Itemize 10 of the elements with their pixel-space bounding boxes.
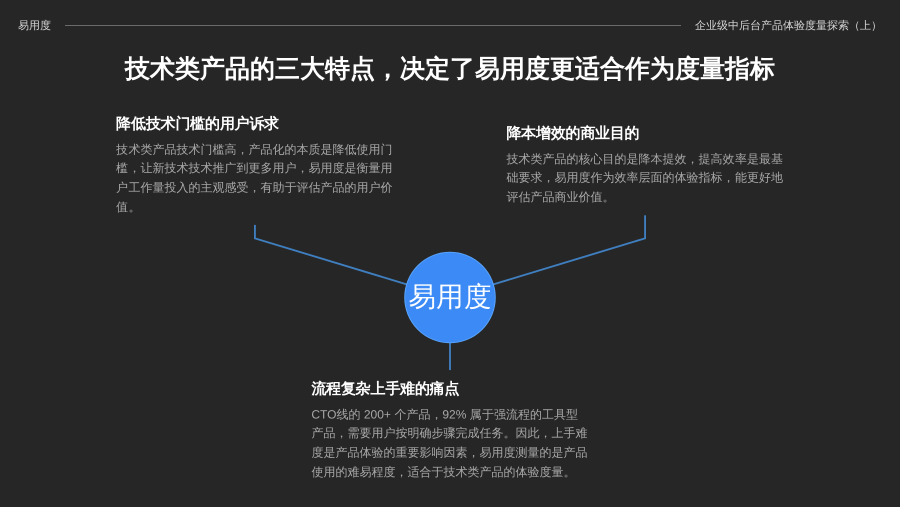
- connector: [493, 214, 646, 286]
- connector: [449, 342, 451, 371]
- section-label: 易用度: [18, 18, 51, 32]
- connector: [254, 224, 407, 286]
- node-circle: 易用度: [404, 252, 496, 344]
- node-text: 降本增效的商业目的 技术类产品的核心目的是降本提效，提高效率是最基础要求，易用度作为效率层面的体验指标，能更好地评估产品商业价值。: [506, 126, 783, 204]
- title: 技术类产品的三大特点，决定了易用度更适合作为度量指标: [125, 55, 775, 83]
- node-text: 降低技术门槛的用户诉求 技术类产品技术门槛高，产品化的本质是降低使用门槛，让新技术技术推广到更多用户，易用度是衡量用户工作量投入的主观感受，有助于评估产品的用户价值。: [116, 116, 393, 214]
- node-text: 流程复杂上手难的痛点 CTO线的 200+ 个产品，92% 属于强流程的工具型产品，需要用户按明确步骤完成任务。因此，上手难度是产品体验的重要影响因素，易用度测量的是产品使用的难易程度，适合于技术类产品的体验度量。: [311, 382, 588, 479]
- header-label: 企业级中后台产品体验度量探索（上）: [695, 18, 882, 32]
